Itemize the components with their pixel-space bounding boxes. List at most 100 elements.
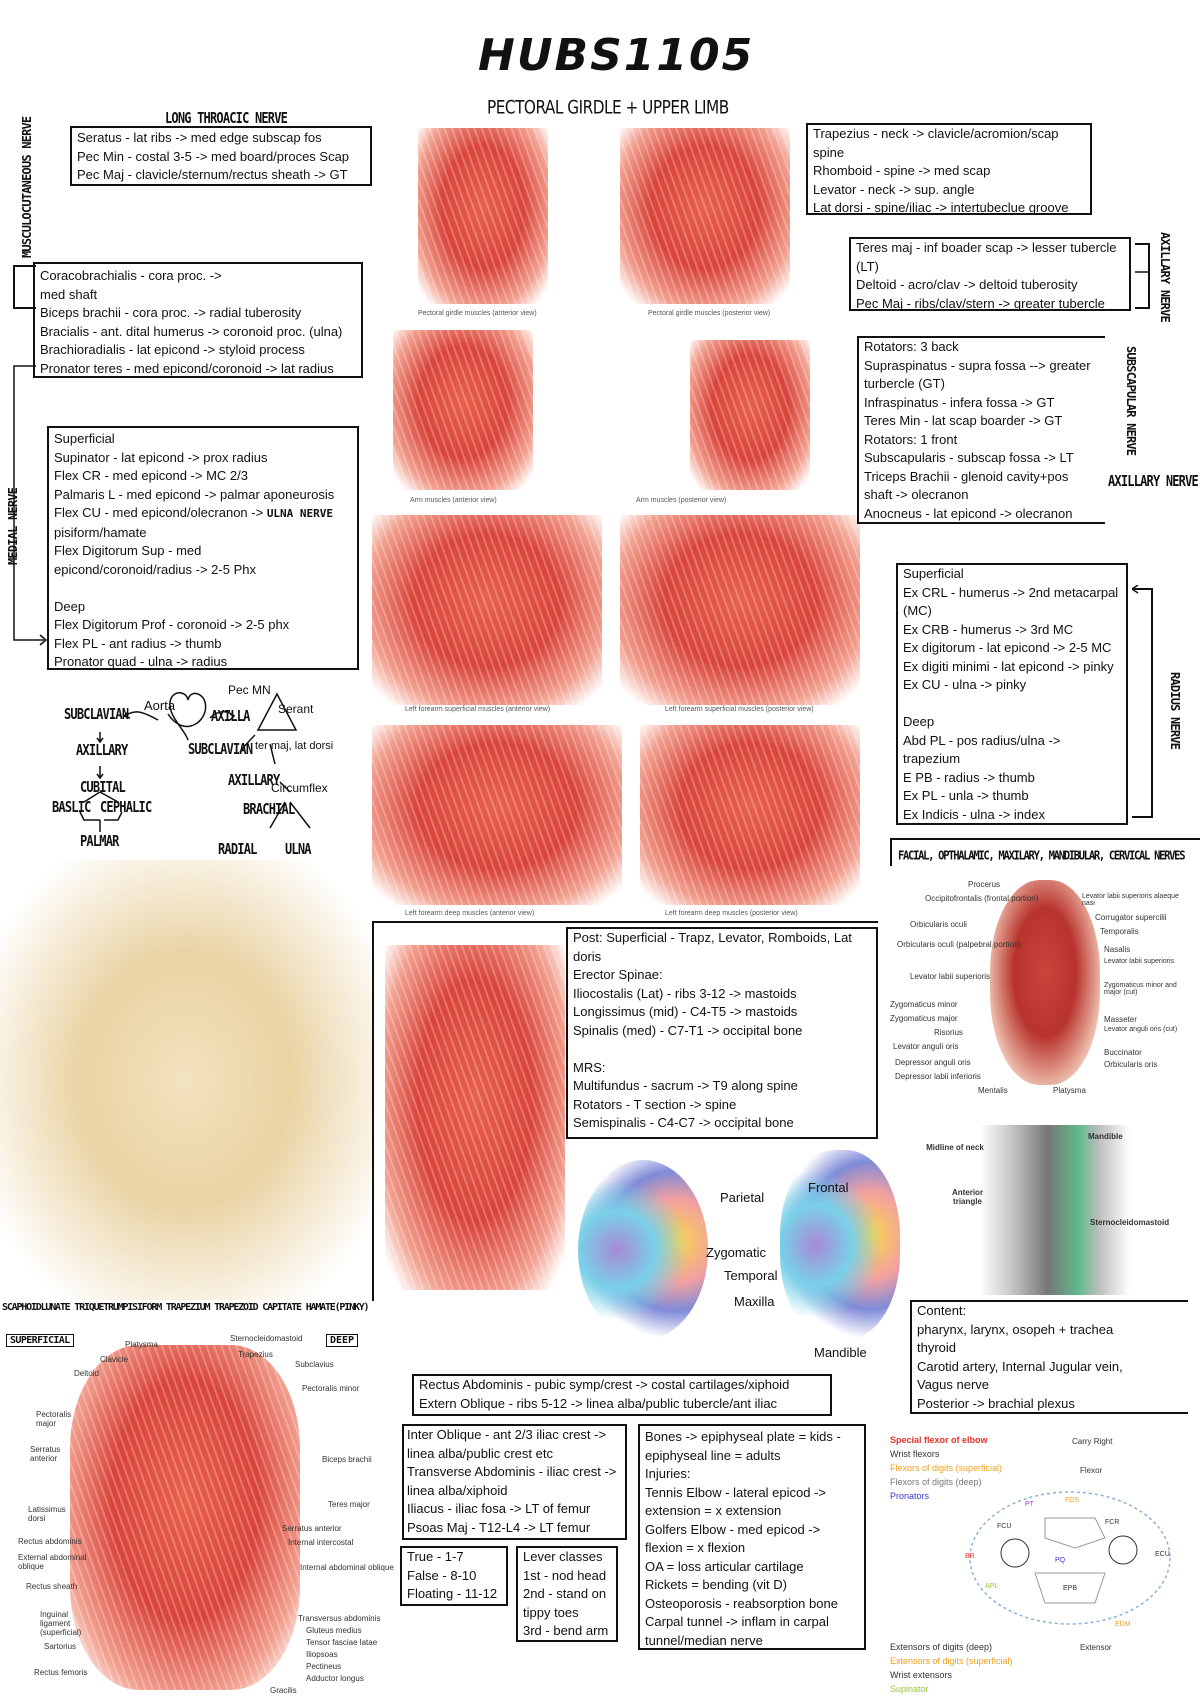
legend-item-flexors-superficial: Flexors of digits (superficial) — [890, 1463, 1003, 1473]
face-label: Levator anguli oris — [893, 1042, 959, 1051]
image-caption: Left forearm deep muscles (posterior vie… — [665, 910, 798, 917]
median-nerve-label: MEDIAL NERVE — [6, 487, 20, 565]
box-line: Subscapularis - subscap fossa -> LT — [864, 450, 1074, 465]
lever-classes-box: Lever classes 1st - nod head 2nd - stand… — [516, 1546, 618, 1642]
torso-label: Clavicle — [100, 1355, 129, 1364]
box-line: 3rd - bend arm — [523, 1623, 609, 1638]
image-caption: Arm muscles (anterior view) — [410, 497, 497, 504]
legend-side-flexor: Flexor — [1080, 1466, 1103, 1475]
back-muscles-box: Trapezius - neck -> clavicle/acromion/sc… — [806, 123, 1092, 215]
box-line: Lever classes — [523, 1549, 603, 1564]
box-line: Deltoid - acro/clav -> deltoid tuberosit… — [856, 277, 1078, 292]
torso-label: Internal abdominal oblique — [300, 1563, 394, 1572]
box-line: Spinalis (med) - C7-T1 -> occipital bone — [573, 1022, 803, 1038]
box-line: flexion = x flexion — [645, 1540, 746, 1555]
axillary-nerve-right-label: AXILLARY NERVE — [1158, 232, 1172, 322]
face-label: Levator labii superioris alaeque nasi — [1082, 893, 1179, 907]
neck-label-midline: Midline of neck — [926, 1143, 984, 1152]
torso-label: External abdominal oblique — [18, 1553, 87, 1571]
box-line: OA = loss articular cartilage — [645, 1558, 804, 1574]
svg-text:PT: PT — [1025, 1501, 1035, 1508]
torso-label: Gracilis — [270, 1686, 297, 1695]
box-line: Iliacus - iliac fosa -> LT of femur — [407, 1501, 591, 1516]
torso-label: Serratus anterior — [30, 1445, 61, 1463]
torso-label: Pectoralis major — [36, 1410, 72, 1428]
face-label: Mentalis — [978, 1086, 1008, 1095]
box-line: Bracialis - ant. dital humerus -> corono… — [40, 323, 343, 339]
musculocutaneous-nerve-label: MUSCULOCUTANEOUS NERVE — [20, 116, 34, 258]
box-line: tippy toes — [523, 1604, 579, 1620]
box-line: Inter Oblique - ant 2/3 iliac crest -> — [407, 1427, 607, 1442]
box-line: Rickets = bending (vit D) — [645, 1577, 787, 1592]
skull-label-maxilla: Maxilla — [734, 1294, 775, 1309]
box-line: Semispinalis - C4-C7 -> occipital bone — [573, 1115, 794, 1130]
torso-label: Trapezius — [238, 1350, 273, 1359]
box-line: Posterior -> brachial plexus — [917, 1395, 1075, 1411]
neck-label-anterior: Anterior triangle — [951, 1188, 984, 1206]
ulnar-nerve-label: ULNA NERVE — [266, 507, 334, 520]
svg-text:APL: APL — [985, 1583, 998, 1590]
forearm-extensors-box: Superficial Ex CRL - humerus -> 2nd meta… — [896, 563, 1128, 825]
box-line: linea alba/xiphoid — [407, 1482, 508, 1498]
box-line: pharynx, larynx, osopeh + trachea — [917, 1321, 1114, 1337]
box-line: Tennis Elbow - lateral epicod -> — [645, 1484, 827, 1500]
neck-content-box: Content: pharynx, larynx, osopeh + trach… — [910, 1300, 1188, 1414]
box-line: Multifundus - sacrum -> T9 along spine — [573, 1078, 798, 1093]
torso-label: Pectoralis minor — [302, 1384, 360, 1393]
facial-section-frame-left — [890, 838, 892, 866]
face-label: Depressor anguli oris — [895, 1058, 971, 1067]
image-caption: Left forearm deep muscles (anterior view… — [405, 910, 535, 917]
box-line: Ex CRL - humerus -> 2nd metacarpal — [903, 584, 1119, 600]
back-section-frame — [372, 921, 878, 923]
flow-aorta: Aorta — [144, 698, 176, 713]
flow-brachial: BRACHIAL — [243, 800, 295, 818]
torso-label: Tensor fasciae latae — [306, 1638, 378, 1647]
svg-text:FCU: FCU — [997, 1523, 1011, 1530]
forearm-superficial-anterior-image — [372, 515, 602, 705]
flow-cephalic: CEPHALIC — [100, 798, 152, 816]
box-line: Content: — [917, 1303, 967, 1318]
box-line: Ex CRB - humerus -> 3rd MC — [903, 621, 1074, 637]
torso-label: Subclavius — [295, 1360, 334, 1369]
box-line: turbercle (GT) — [864, 376, 945, 391]
image-caption: Arm muscles (posterior view) — [636, 497, 727, 504]
box-line: Seratus - lat ribs -> med edge subscap f… — [77, 130, 322, 145]
box-line: Longissimus (mid) - C4-T5 -> mastoids — [573, 1004, 798, 1019]
skull-label-parietal: Parietal — [720, 1190, 765, 1205]
box-line: Ex PL - unla -> thumb — [903, 788, 1029, 803]
axillary-muscles-box: Teres maj - inf boader scap -> lesser tu… — [849, 237, 1131, 311]
box-line: Infraspinatus - infera fossa -> GT — [864, 394, 1055, 410]
box-line: Pronator teres - med epicond/coronoid ->… — [40, 360, 334, 376]
box-line: False - 8-10 — [407, 1567, 477, 1583]
face-label: Procerus — [968, 880, 1001, 889]
face-label: Orbicularis oculi (palpebral portion) — [897, 940, 1022, 949]
torso-label: Serratus anterior — [282, 1524, 342, 1533]
carpal-bones-label: SCAPHOIDLUNATE TRIQUETRUMPISIFORM TRAPEZ… — [2, 1302, 370, 1313]
skull-label-frontal: Frontal — [808, 1180, 849, 1195]
flow-radial: RADIAL — [218, 840, 257, 858]
box-line: Trapezius - neck -> clavicle/acromion/sc… — [813, 126, 1059, 141]
face-label: Buccinator — [1104, 1048, 1142, 1057]
torso-label: Sartorius — [44, 1642, 77, 1651]
inter-oblique-box: Inter Oblique - ant 2/3 iliac crest -> l… — [402, 1424, 627, 1540]
box-line — [54, 579, 352, 598]
neck-triangles-image — [980, 1125, 1130, 1295]
torso-label: Platysma — [125, 1340, 158, 1349]
skull-label-mandible: Mandible — [814, 1345, 867, 1360]
box-line: Deep — [903, 714, 935, 729]
box-line: Psoas Maj - T12-L4 -> LT femur — [407, 1519, 591, 1535]
box-line: Levator - neck -> sup. angle — [813, 181, 975, 197]
box-line: Erector Spinae: — [573, 967, 663, 982]
box-line: MRS: — [573, 1059, 606, 1075]
box-line: Brachioradialis - lat epicond -> styloid… — [40, 342, 305, 357]
box-line: Bones -> epiphyseal plate = kids - — [645, 1429, 841, 1444]
torso-label: Rectus sheath — [26, 1582, 78, 1591]
flow-palmar: PALMAR — [80, 832, 119, 850]
pectoral-posterior-image — [620, 128, 790, 304]
box-line: Triceps Brachii - glenoid cavity+pos — [864, 468, 1069, 484]
image-caption: Left forearm superficial muscles (poster… — [665, 706, 814, 713]
svg-text:PQ: PQ — [1055, 1557, 1066, 1564]
box-line: 2nd - stand on — [523, 1586, 607, 1601]
torso-label: Inguinal ligament (superficial) — [40, 1610, 82, 1637]
